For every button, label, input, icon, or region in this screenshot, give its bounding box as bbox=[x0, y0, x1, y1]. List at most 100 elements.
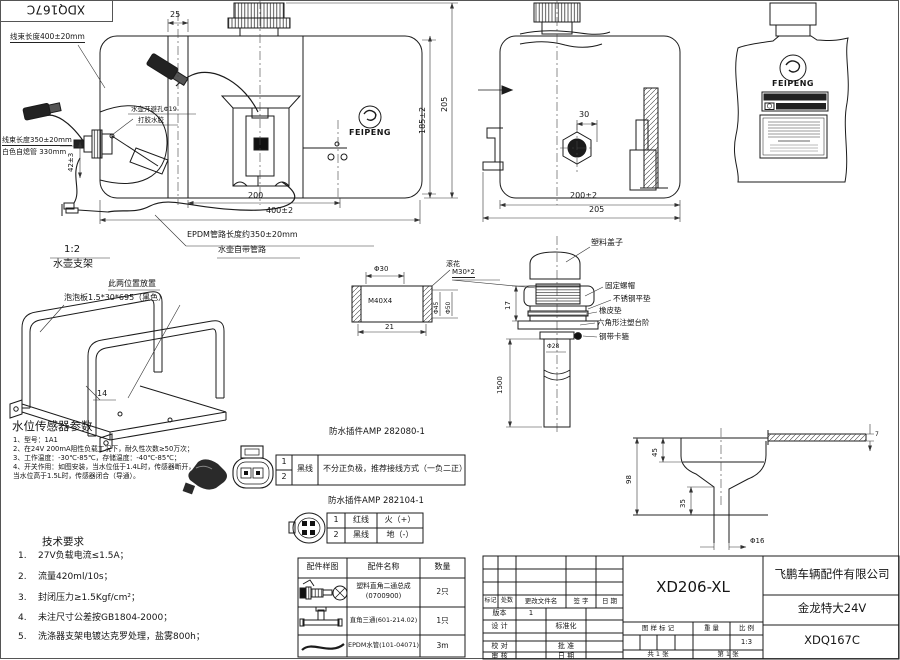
tb-standard-label: 标准化 bbox=[555, 622, 577, 630]
tech-req-num-1: 1. bbox=[18, 551, 27, 561]
corner-drawing-code: XDQ167C bbox=[26, 2, 86, 17]
conn2-r1-pin: 1 bbox=[333, 515, 339, 524]
tb-stamp-label: 图 样 标 记 bbox=[641, 624, 675, 632]
fitting-view-lineart bbox=[351, 285, 433, 323]
tb-page: 第 1 张 bbox=[717, 650, 739, 658]
front-harness350-label: 线束长度350±20mm bbox=[2, 136, 72, 147]
tb-sheets: 共 1 张 bbox=[647, 650, 669, 658]
tb-company: 飞鹏车辆配件有限公司 bbox=[774, 567, 890, 581]
bracket-view-lineart bbox=[9, 291, 227, 453]
conn1-table-lines bbox=[275, 454, 466, 486]
sensor-nut-label: 固定螺帽 bbox=[605, 281, 635, 290]
tb-audit-label: 审 核 bbox=[491, 652, 508, 660]
front-dims bbox=[60, 2, 458, 259]
parts-r3-qty: 3m bbox=[436, 641, 449, 650]
front-dim-200: 200 bbox=[248, 191, 264, 200]
sensor-clamp-label: 钢带卡箍 bbox=[599, 332, 629, 341]
front-hole-note: 水壶开避孔Φ19 bbox=[131, 105, 177, 113]
back-brand-text: FEIPENG bbox=[772, 79, 814, 88]
tech-req-num-5: 5. bbox=[18, 632, 27, 642]
funnel-dim-7: 7 bbox=[875, 431, 879, 438]
sensor-connector-front-icon bbox=[232, 445, 274, 489]
funnel-view-lineart bbox=[633, 430, 867, 543]
sensor-params-line4: 4、开关作用：如图安装，当水位低于1.4L时，传感器断开， bbox=[13, 463, 196, 471]
tb-header-mark: 标记 bbox=[484, 597, 497, 604]
tech-req-item-1: 27V负载电流≤1.5A； bbox=[38, 551, 129, 561]
sensor-params-line5: 当水位高于1.5L时，传感器闭合（导通）。 bbox=[13, 472, 140, 480]
back-view-lineart bbox=[733, 2, 849, 183]
fitting-dim-d30: Φ30 bbox=[374, 265, 389, 273]
bracket-note1: 此两位置放置 bbox=[108, 279, 156, 288]
tb-approve-label: 批 准 bbox=[557, 642, 575, 650]
sensor-rubber-label: 橡皮垫 bbox=[599, 306, 622, 315]
funnel-dim-98: 98 bbox=[625, 475, 633, 484]
tb-scale-label: 比 例 bbox=[738, 624, 755, 632]
front-dim-205: 205 bbox=[440, 96, 449, 112]
parts-r2-qty: 1只 bbox=[436, 616, 449, 625]
sensor-assy-lineart bbox=[517, 251, 599, 428]
fitting-dim-d45: Φ45 bbox=[433, 301, 440, 314]
side-view-lineart bbox=[478, 2, 681, 199]
back-sticker-textlines bbox=[768, 121, 820, 152]
conn1-desc: 不分正负极，推荐接线方式（一负二正） bbox=[323, 464, 467, 473]
front-epdm-note2: 水壶自带管路 bbox=[218, 245, 266, 254]
front-dim-400: 400±2 bbox=[266, 206, 294, 215]
side-dim-200: 200±2 bbox=[570, 191, 598, 200]
conn1-wire: 黑线 bbox=[297, 464, 313, 473]
front-harness400-label: 线束长度400±20mm bbox=[10, 32, 85, 43]
title-block-lines bbox=[482, 555, 900, 660]
tech-req-num-2: 2. bbox=[18, 572, 27, 582]
sensor-dim-1500: 1500 bbox=[496, 376, 504, 394]
sensor-connector-3d-icon bbox=[182, 459, 227, 495]
front-centerlines bbox=[177, 0, 339, 205]
tb-header-file: 更改文件名 bbox=[524, 597, 558, 605]
sensor-dim-d28: Φ28 bbox=[547, 343, 560, 350]
sensor-params-line2: 2、在24V 200mA阻性负载工况下，耐久性次数≥50万次； bbox=[13, 445, 194, 453]
sensor-params-title: 水位传感器参数 bbox=[12, 419, 93, 433]
fitting-knurl-label: 滚花 bbox=[446, 260, 460, 268]
funnel-dim-35: 35 bbox=[679, 499, 687, 508]
tb-weight-label: 重 量 bbox=[703, 624, 720, 632]
fitting-dims bbox=[357, 269, 458, 336]
tb-model: XD206-XL bbox=[656, 578, 730, 596]
tech-req-title: 技术要求 bbox=[42, 536, 84, 548]
fitting-thread: M40X4 bbox=[368, 297, 393, 305]
conn2-r2-desc: 地（-） bbox=[386, 530, 414, 539]
front-dim-42: 42±3 bbox=[67, 152, 75, 172]
tb-version-value: 1 bbox=[528, 609, 534, 617]
parts-header-qty: 数量 bbox=[434, 562, 451, 571]
tech-req-num-4: 4. bbox=[18, 613, 27, 623]
parts-r2-name: 直角三通(601-214.02) bbox=[349, 616, 418, 624]
side-dim-205: 205 bbox=[589, 205, 605, 214]
front-glue-note: 打胶水胶 bbox=[138, 116, 164, 124]
front-epdm-note: EPDM管路长度约350±20mm bbox=[187, 230, 298, 239]
fitting-dim-d50: Φ50 bbox=[445, 301, 452, 314]
conn2-r1-wire: 红线 bbox=[353, 515, 369, 524]
side-dims bbox=[482, 120, 681, 222]
parts-r3-name: EPDM水管(101-04071) bbox=[348, 641, 419, 649]
tech-req-num-3: 3. bbox=[18, 593, 27, 603]
funnel-dim-d16: Φ16 bbox=[750, 537, 765, 545]
tb-version-label: 版本 bbox=[492, 609, 507, 617]
parts-sketches bbox=[299, 579, 348, 651]
parts-header-name: 配件名称 bbox=[367, 562, 400, 571]
fitting-dim-21: 21 bbox=[385, 323, 394, 331]
tb-date-label: 日 期 bbox=[557, 652, 575, 660]
front-dim-25: 25 bbox=[170, 10, 181, 19]
funnel-dims bbox=[633, 424, 874, 550]
sensor-washer-label: 不锈钢平垫 bbox=[613, 294, 651, 303]
conn2-title: 防水插件AMP 282104-1 bbox=[328, 496, 424, 506]
bracket-title: 水壶支架 bbox=[53, 259, 93, 270]
sensor-dim-17: 17 bbox=[504, 301, 512, 310]
sensor-thread-label: M30*2 bbox=[452, 268, 475, 279]
tb-header-count: 处数 bbox=[500, 597, 513, 604]
sensor-assy-dims bbox=[451, 246, 612, 428]
tech-req-item-2: 流量420ml/10s； bbox=[38, 572, 113, 582]
bracket-leaders bbox=[39, 257, 181, 401]
parts-r1-name: 塑料直角二通总成 bbox=[356, 582, 411, 590]
funnel-dim-45: 45 bbox=[651, 448, 659, 457]
bracket-scale: 1:2 bbox=[64, 244, 81, 255]
tb-design-label: 设 计 bbox=[491, 622, 508, 630]
